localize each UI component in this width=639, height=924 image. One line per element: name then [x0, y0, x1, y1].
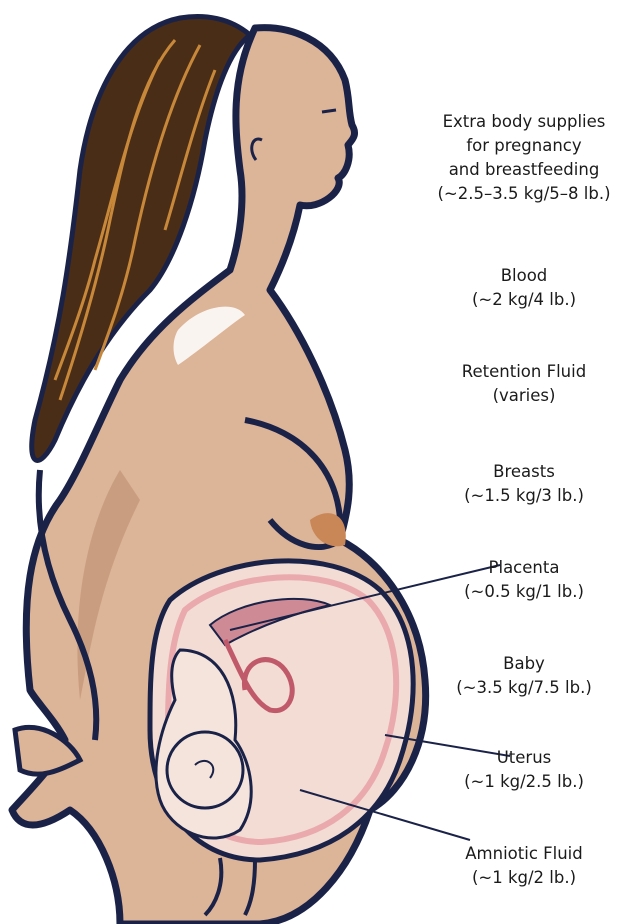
- label-line: (~0.5 kg/1 lb.): [409, 580, 639, 604]
- eye: [322, 110, 336, 112]
- label-line: Placenta: [409, 556, 639, 580]
- label-line: (~3.5 kg/7.5 lb.): [409, 676, 639, 700]
- label-line: Retention Fluid: [409, 360, 639, 384]
- label-baby: Baby (~3.5 kg/7.5 lb.): [409, 652, 639, 700]
- label-extra-body-supplies: Extra body supplies for pregnancy and br…: [409, 110, 639, 206]
- baby-head: [167, 732, 243, 808]
- label-line: for pregnancy: [409, 134, 639, 158]
- label-placenta: Placenta (~0.5 kg/1 lb.): [409, 556, 639, 604]
- label-line: (~1 kg/2 lb.): [409, 866, 639, 890]
- label-uterus: Uterus (~1 kg/2.5 lb.): [409, 746, 639, 794]
- label-blood: Blood (~2 kg/4 lb.): [409, 264, 639, 312]
- label-line: (~2 kg/4 lb.): [409, 288, 639, 312]
- label-breasts: Breasts (~1.5 kg/3 lb.): [409, 460, 639, 508]
- label-line: Baby: [409, 652, 639, 676]
- label-line: Blood: [409, 264, 639, 288]
- label-line: Amniotic Fluid: [409, 842, 639, 866]
- label-amniotic-fluid: Amniotic Fluid (~1 kg/2 lb.): [409, 842, 639, 890]
- label-line: Uterus: [409, 746, 639, 770]
- label-line: Extra body supplies: [409, 110, 639, 134]
- label-line: (~1 kg/2.5 lb.): [409, 770, 639, 794]
- label-line: (varies): [409, 384, 639, 408]
- label-line: and breastfeeding: [409, 158, 639, 182]
- label-retention-fluid: Retention Fluid (varies): [409, 360, 639, 408]
- label-line: Breasts: [409, 460, 639, 484]
- label-line: (~2.5–3.5 kg/5–8 lb.): [409, 182, 639, 206]
- label-line: (~1.5 kg/3 lb.): [409, 484, 639, 508]
